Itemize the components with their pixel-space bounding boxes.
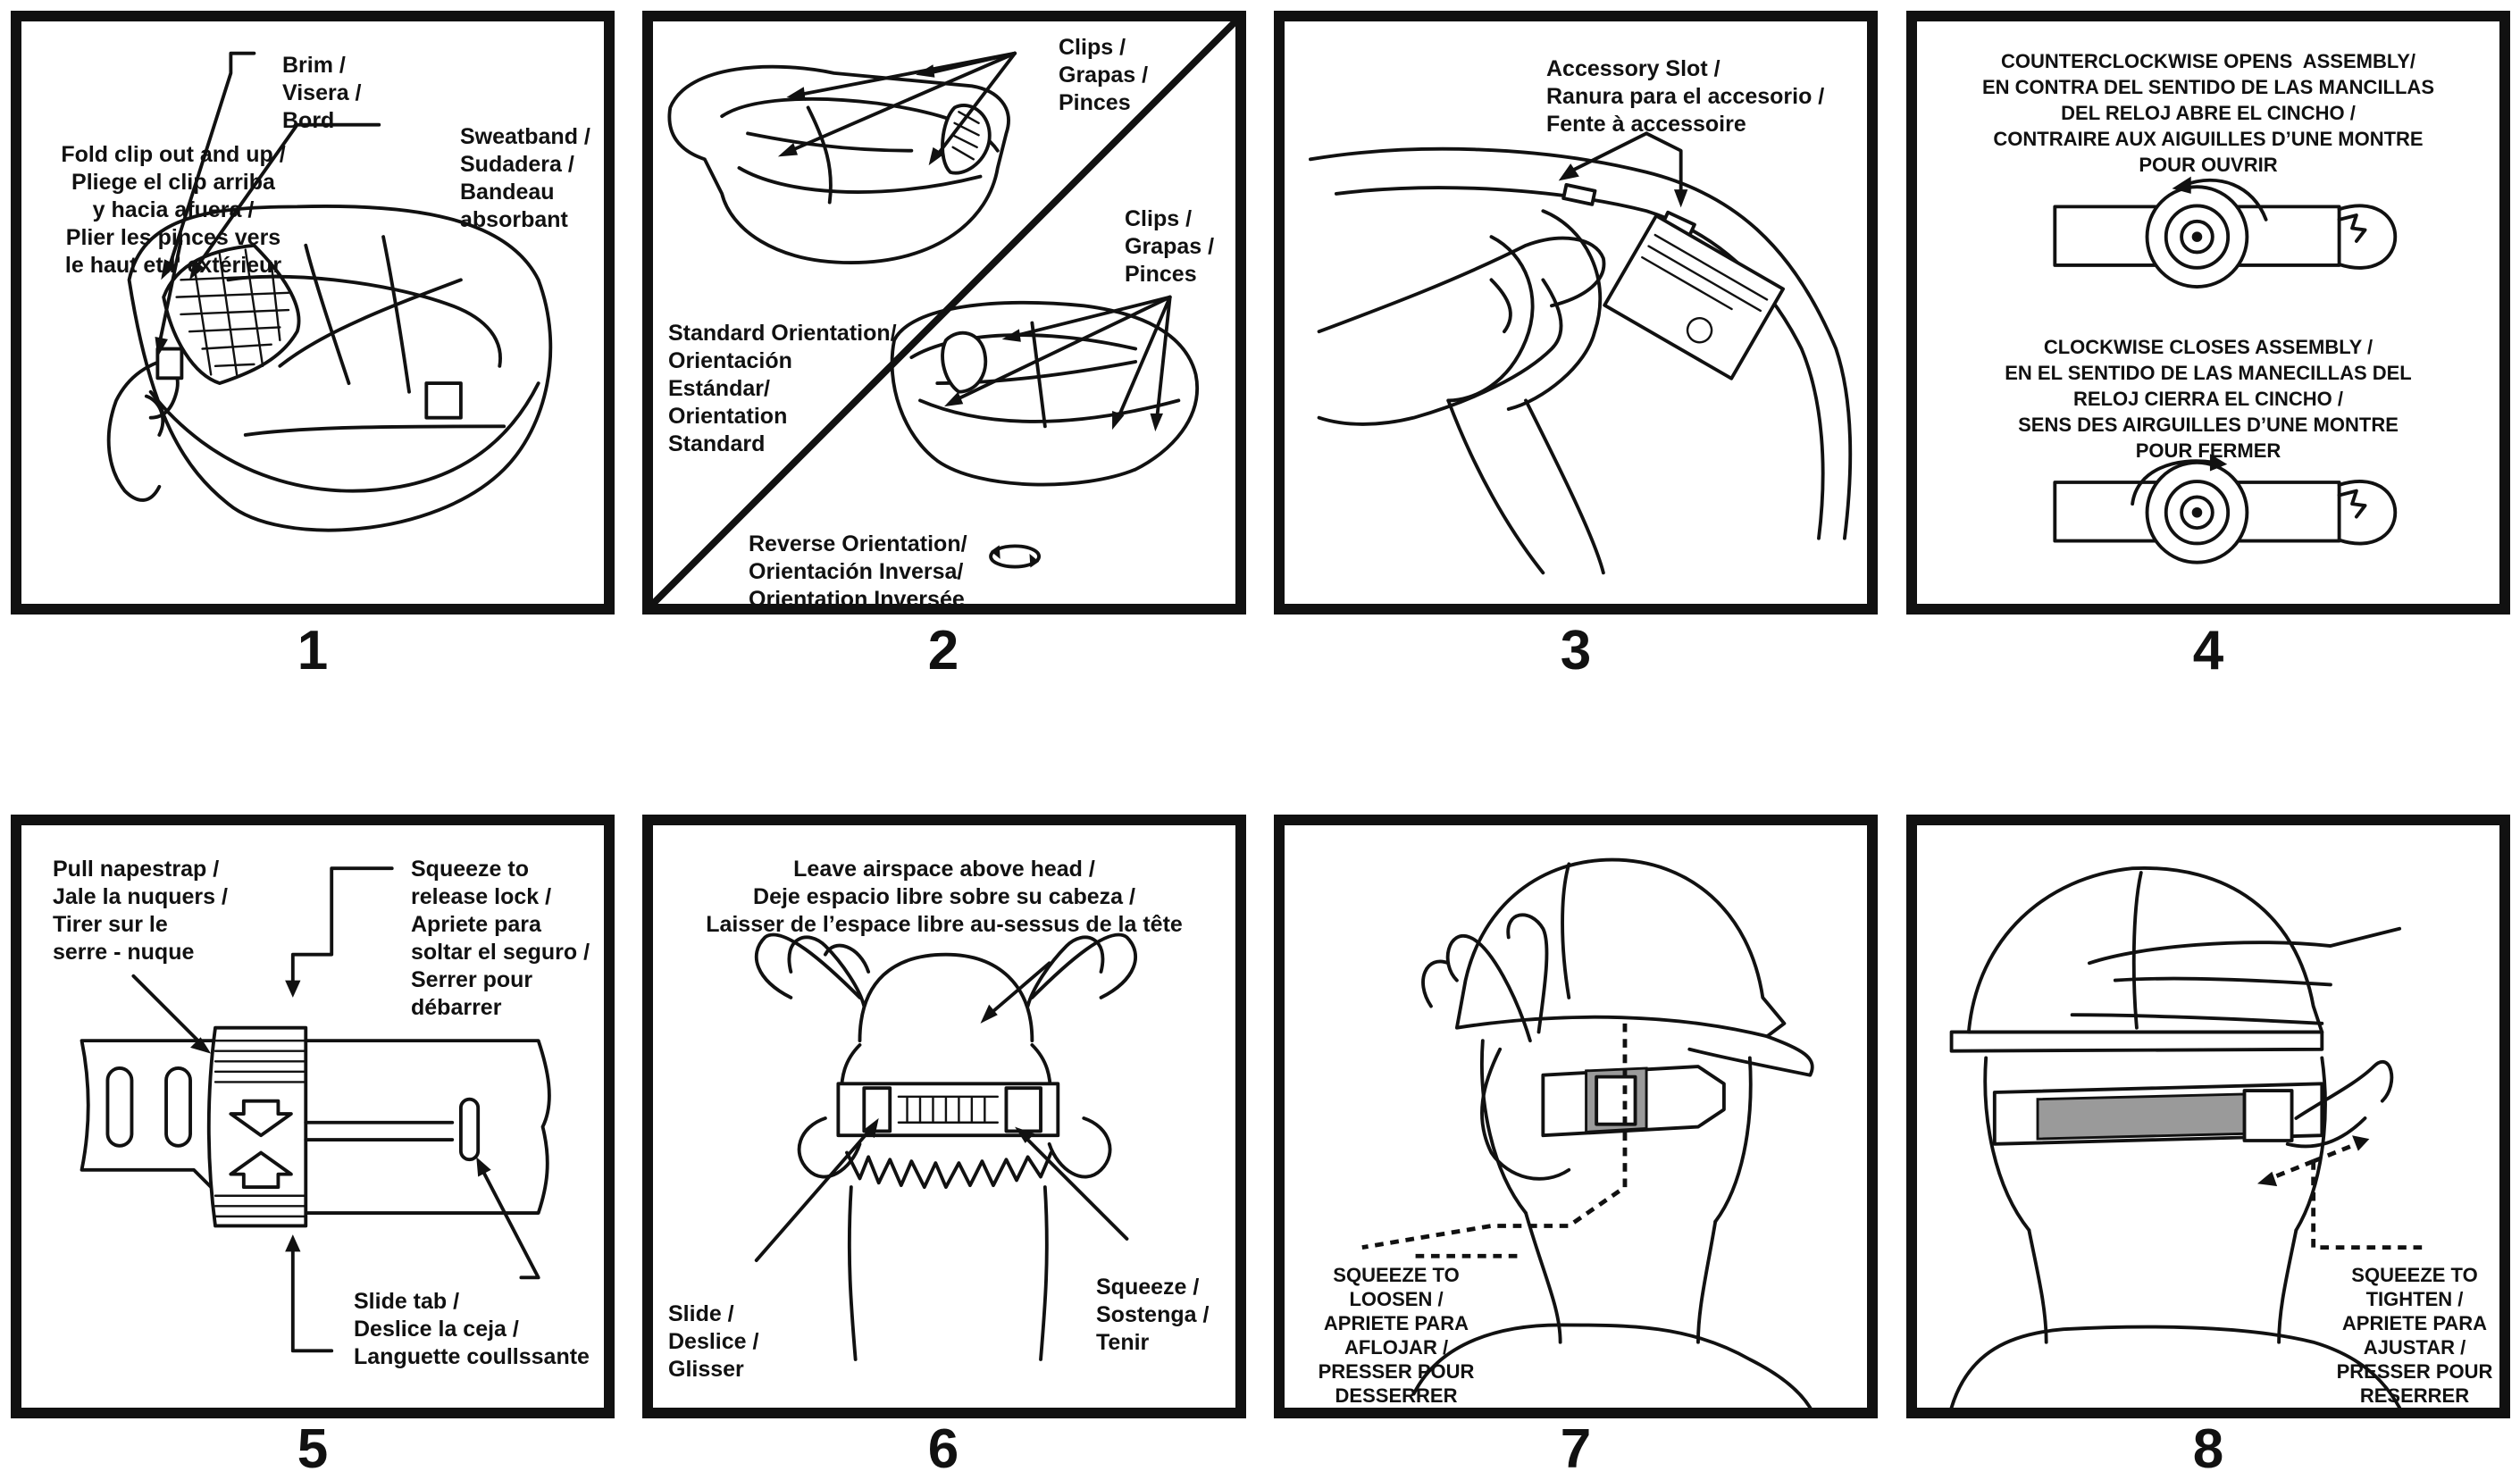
panel-7: SQUEEZE TO LOOSEN / APRIETE PARA AFLOJAR… <box>1274 815 1878 1418</box>
clips-top-label: Clips / Grapas / Pinces <box>1059 34 1148 117</box>
slide-label: Slide / Deslice / Glisser <box>668 1300 758 1384</box>
loosen-label: SQUEEZE TO LOOSEN / APRIETE PARA AFLOJAR… <box>1293 1263 1499 1408</box>
pull-napestrap-label: Pull napestrap / Jale la nuquers / Tirer… <box>53 856 228 966</box>
panel-3: Accessory Slot / Ranura para el accesori… <box>1274 11 1878 615</box>
panel-1: Brim / Visera / Bord Fold clip out and u… <box>11 11 615 615</box>
step-number-8: 8 <box>2155 1422 2262 1477</box>
helmet-orientation-illustration <box>653 21 1235 604</box>
step-number-7: 7 <box>1522 1422 1629 1477</box>
panel-2: Clips / Grapas / Pinces Clips / Grapas /… <box>642 11 1246 615</box>
step-number-4: 4 <box>2155 623 2262 679</box>
standard-orientation-label: Standard Orientation/ Orientación Estánd… <box>668 320 897 458</box>
slide-tab-label: Slide tab / Deslice la ceja / Languette … <box>354 1288 590 1371</box>
clips-bottom-label: Clips / Grapas / Pinces <box>1125 205 1214 288</box>
squeeze-label: Squeeze / Sostenga / Tenir <box>1096 1274 1209 1357</box>
panel-8: SQUEEZE TO TIGHTEN / APRIETE PARA AJUSTA… <box>1906 815 2510 1418</box>
tighten-label: SQUEEZE TO TIGHTEN / APRIETE PARA AJUSTA… <box>2321 1263 2508 1408</box>
fold-clip-label: Fold clip out and up / Pliege el clip ar… <box>35 141 312 280</box>
panel-6: Leave airspace above head / Deje espacio… <box>642 815 1246 1418</box>
clockwise-label: CLOCKWISE CLOSES ASSEMBLY / EN EL SENTID… <box>1917 334 2499 464</box>
sweatband-label: Sweatband / Sudadera / Bandeau absorbant <box>460 123 590 234</box>
counterclockwise-label: COUNTERCLOCKWISE OPENS ASSEMBLY/ EN CONT… <box>1917 48 2499 178</box>
step-number-6: 6 <box>890 1422 997 1477</box>
airspace-label: Leave airspace above head / Deje espacio… <box>653 856 1235 939</box>
step-number-5: 5 <box>259 1422 366 1477</box>
panel-5: Pull napestrap / Jale la nuquers / Tirer… <box>11 815 615 1418</box>
reverse-orientation-label: Reverse Orientation/ Orientación Inversa… <box>749 531 967 614</box>
step-number-1: 1 <box>259 623 366 679</box>
accessory-slot-label: Accessory Slot / Ranura para el accesori… <box>1546 55 1824 138</box>
squeeze-release-label: Squeeze to release lock / Apriete para s… <box>411 856 590 1022</box>
step-number-3: 3 <box>1522 623 1629 679</box>
panel-4: COUNTERCLOCKWISE OPENS ASSEMBLY/ EN CONT… <box>1906 11 2510 615</box>
brim-label: Brim / Visera / Bord <box>282 52 362 135</box>
step-number-2: 2 <box>890 623 997 679</box>
